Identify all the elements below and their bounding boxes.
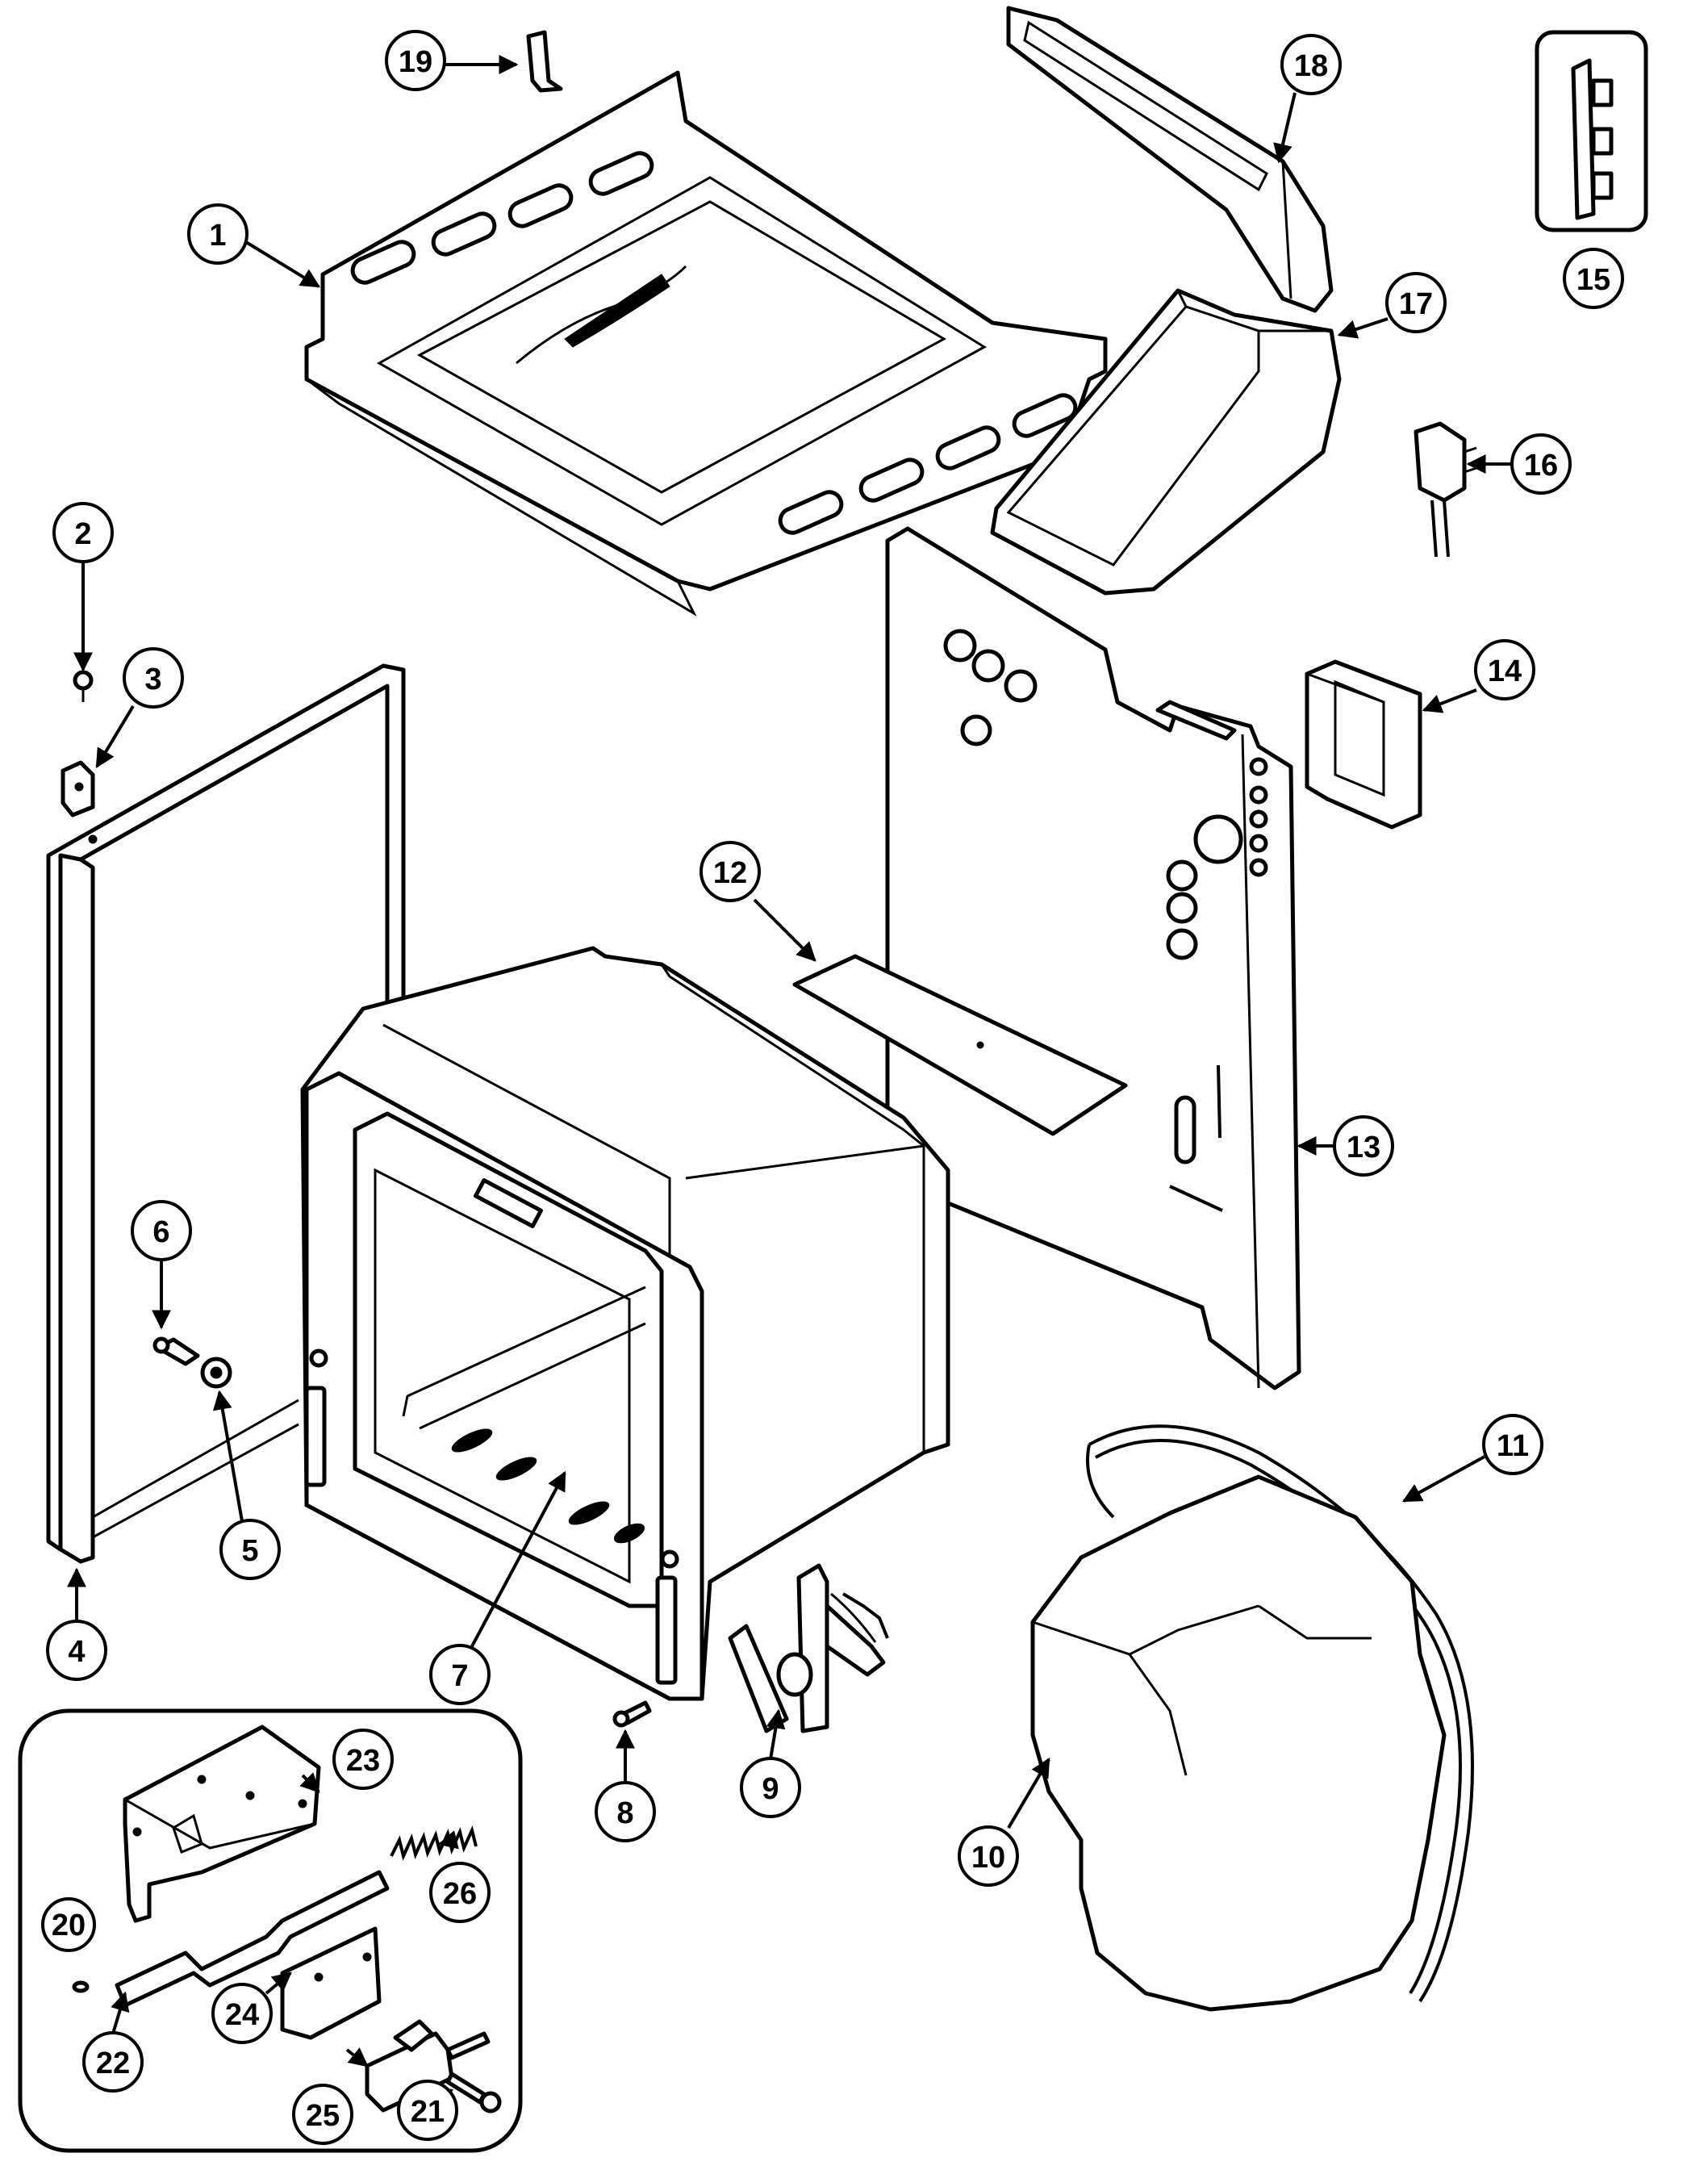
part-14-bracket bbox=[1305, 659, 1422, 830]
svg-text:24: 24 bbox=[225, 1998, 259, 2032]
part-24-plate bbox=[280, 1926, 382, 2040]
callout-17: 17 bbox=[1385, 272, 1447, 333]
part-10-insulation-blanket bbox=[1030, 1474, 1447, 2012]
callout-3: 3 bbox=[123, 647, 184, 709]
part-21-screw bbox=[445, 2072, 502, 2114]
part-9-door-latch bbox=[728, 1563, 889, 1733]
svg-text:7: 7 bbox=[451, 1659, 468, 1693]
callout-6: 6 bbox=[131, 1200, 192, 1261]
svg-text:20: 20 bbox=[52, 1909, 86, 1942]
svg-text:12: 12 bbox=[713, 856, 747, 890]
callouts: 1 2 3 4 5 6 7 8 9 10 11 12 13 14 15 16 1… bbox=[41, 30, 1624, 2145]
svg-text:5: 5 bbox=[241, 1534, 258, 1568]
callout-25: 25 bbox=[292, 2084, 353, 2145]
leader-lines bbox=[67, 55, 1513, 2107]
part-23-latch-bracket bbox=[123, 1725, 321, 1923]
callout-20: 20 bbox=[41, 1897, 96, 1952]
svg-text:16: 16 bbox=[1524, 449, 1558, 483]
svg-text:2: 2 bbox=[74, 517, 91, 551]
callout-12: 12 bbox=[699, 841, 761, 902]
inset-latch-assembly bbox=[18, 1708, 523, 2153]
callout-23: 23 bbox=[332, 1729, 394, 1790]
svg-text:15: 15 bbox=[1576, 263, 1610, 297]
svg-text:8: 8 bbox=[616, 1796, 633, 1830]
callout-8: 8 bbox=[595, 1781, 656, 1842]
svg-text:1: 1 bbox=[209, 219, 226, 253]
callout-1: 1 bbox=[187, 203, 248, 265]
svg-text:25: 25 bbox=[306, 2099, 340, 2133]
part-7-oven-cavity bbox=[300, 946, 950, 1701]
burner-box-vent-slots-back bbox=[350, 151, 654, 285]
callout-19: 19 bbox=[385, 30, 446, 91]
part-18-vent-trim bbox=[1006, 6, 1334, 313]
burner-box-vent-slots-front bbox=[778, 393, 1078, 535]
callout-10: 10 bbox=[958, 1825, 1019, 1887]
callout-21: 21 bbox=[397, 2080, 458, 2141]
side-panel-holes bbox=[943, 629, 1268, 960]
part-3-clip bbox=[61, 760, 95, 817]
part-26-spring bbox=[390, 1825, 478, 1862]
callout-18: 18 bbox=[1280, 34, 1342, 95]
svg-text:10: 10 bbox=[971, 1841, 1005, 1875]
callout-24: 24 bbox=[211, 1983, 273, 2044]
callout-7: 7 bbox=[429, 1644, 491, 1705]
svg-text:6: 6 bbox=[152, 1215, 169, 1249]
callout-16: 16 bbox=[1510, 433, 1572, 495]
part-25-switch bbox=[365, 2019, 491, 2113]
callout-11: 11 bbox=[1482, 1414, 1543, 1475]
svg-text:22: 22 bbox=[96, 2047, 130, 2080]
callout-13: 13 bbox=[1333, 1115, 1394, 1177]
svg-text:23: 23 bbox=[346, 1744, 380, 1778]
part-13-side-panel bbox=[885, 526, 1301, 1390]
callout-26: 26 bbox=[429, 1862, 491, 1923]
part-22-latch-rod bbox=[115, 1870, 390, 2008]
part-11-gasket bbox=[1086, 1424, 1474, 2003]
callout-5: 5 bbox=[219, 1519, 281, 1580]
callout-15: 15 bbox=[1563, 248, 1624, 309]
part-4-frame bbox=[46, 663, 406, 1564]
part-5-spacer bbox=[200, 1357, 232, 1389]
svg-text:18: 18 bbox=[1294, 49, 1328, 83]
svg-text:21: 21 bbox=[411, 2095, 445, 2129]
callout-2: 2 bbox=[52, 502, 114, 563]
svg-text:19: 19 bbox=[399, 45, 432, 79]
callout-4: 4 bbox=[46, 1620, 107, 1681]
svg-text:14: 14 bbox=[1488, 654, 1522, 688]
part-16-power-cord bbox=[1414, 421, 1477, 558]
part-19-clip bbox=[526, 30, 563, 93]
svg-text:9: 9 bbox=[762, 1772, 779, 1806]
part-20-pin bbox=[72, 1980, 90, 1993]
svg-text:17: 17 bbox=[1399, 287, 1433, 321]
callout-14: 14 bbox=[1474, 639, 1535, 700]
callout-22: 22 bbox=[82, 2031, 144, 2093]
svg-text:4: 4 bbox=[68, 1635, 85, 1669]
part-8-screw bbox=[612, 1700, 652, 1728]
callout-9: 9 bbox=[740, 1757, 801, 1818]
svg-text:3: 3 bbox=[144, 663, 161, 696]
oven-cavity-slots bbox=[451, 1428, 645, 1544]
svg-text:11: 11 bbox=[1497, 1429, 1529, 1463]
part-1-burner-box bbox=[304, 70, 1108, 617]
part-6-screw bbox=[152, 1336, 200, 1366]
svg-text:26: 26 bbox=[443, 1877, 477, 1911]
part-17-vent-duct bbox=[990, 288, 1342, 596]
part-12-insulation-pad bbox=[792, 954, 1128, 1136]
part-2-screw bbox=[73, 670, 94, 702]
part-15-terminal-block bbox=[1535, 30, 1648, 232]
svg-text:13: 13 bbox=[1347, 1131, 1380, 1164]
